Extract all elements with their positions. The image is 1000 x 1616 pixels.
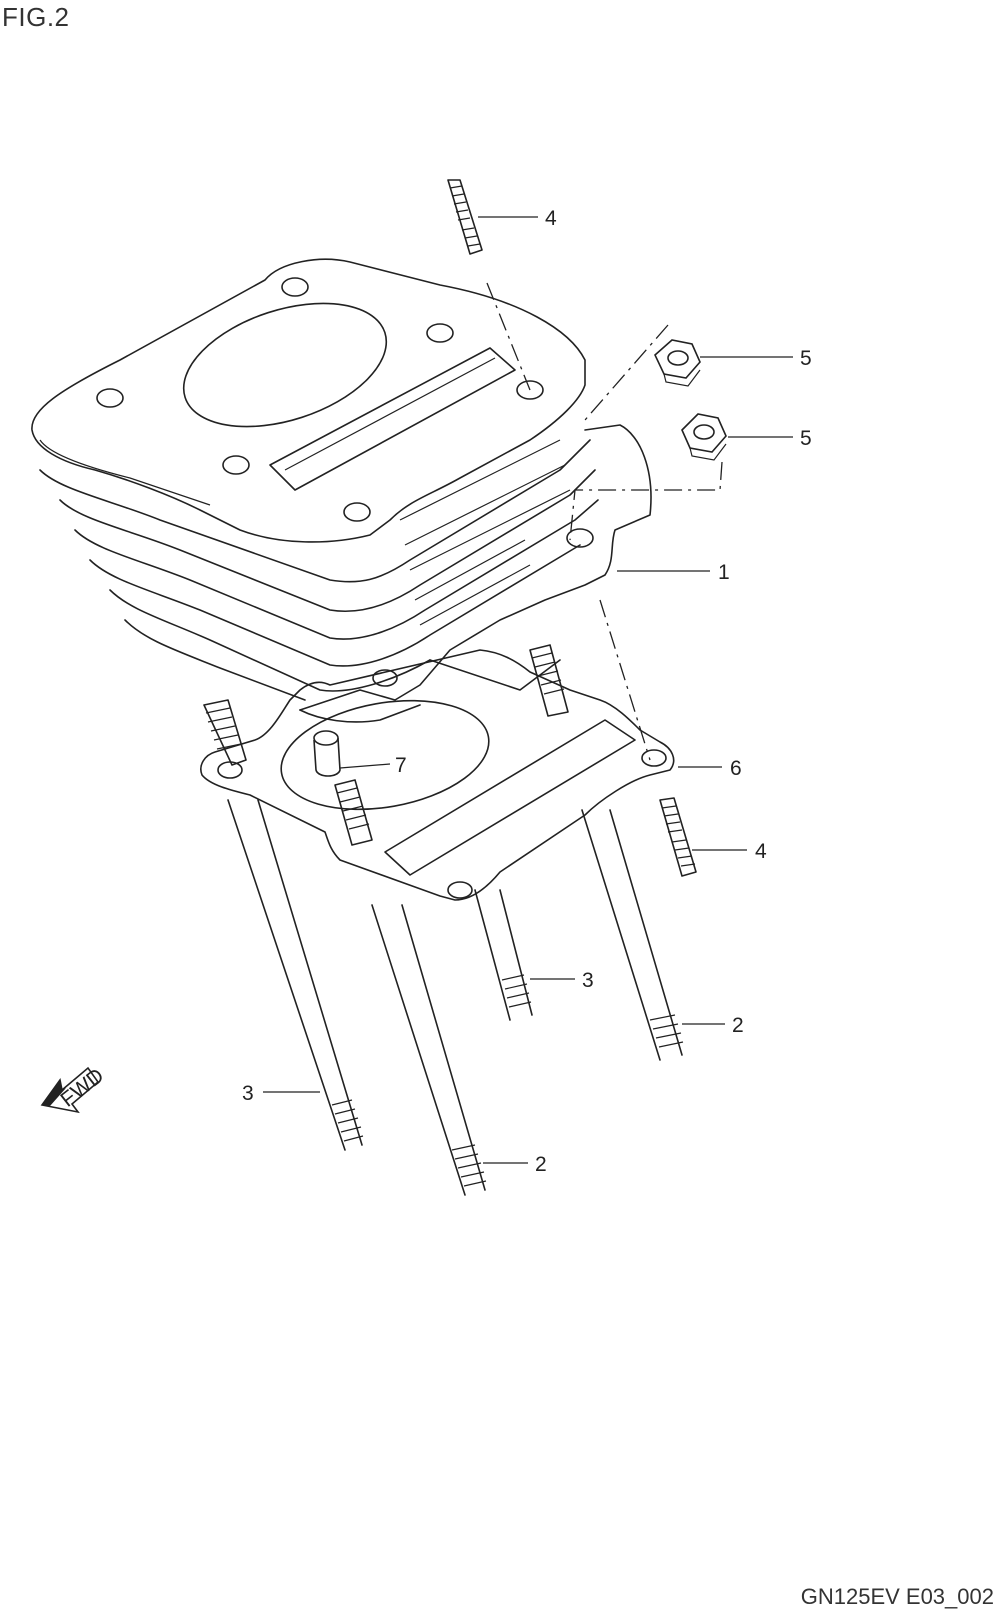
- callout-1: 1: [718, 561, 730, 584]
- callout-3-left: 3: [242, 1082, 254, 1105]
- assembly-line-nut-lower: [569, 461, 723, 541]
- long-stud-center[interactable]: [334, 779, 487, 1196]
- callout-5-upper: 5: [800, 347, 812, 370]
- assembly-line-boss: [599, 599, 651, 761]
- callout-4-upper: 4: [545, 207, 557, 230]
- cylinder-block[interactable]: [31, 258, 652, 723]
- callout-5-lower: 5: [800, 427, 812, 450]
- flange-nut-lower[interactable]: [681, 413, 727, 461]
- fwd-label: FWD: [56, 1064, 108, 1112]
- drawing-code: GN125EV E03_002: [800, 1584, 994, 1609]
- flange-nut-upper[interactable]: [654, 339, 701, 387]
- callout-2-right: 2: [732, 1014, 744, 1037]
- long-stud-right[interactable]: [581, 809, 684, 1061]
- callout-3-right: 3: [582, 969, 594, 992]
- forward-direction-arrow: FWD: [40, 1064, 108, 1114]
- figure-title: FIG.2: [2, 2, 70, 32]
- callout-2-center: 2: [535, 1153, 547, 1176]
- dowel-pin[interactable]: [313, 730, 341, 777]
- callout-4-lower: 4: [755, 840, 767, 863]
- assembly-line-nut-upper: [584, 324, 669, 421]
- callout-7: 7: [395, 754, 407, 777]
- short-stud-lower[interactable]: [659, 797, 697, 877]
- short-stud-upper[interactable]: [447, 179, 483, 255]
- callout-leaders: [263, 216, 793, 1164]
- callout-6: 6: [730, 757, 742, 780]
- assembly-line-stud: [486, 282, 531, 391]
- long-stud-rear[interactable]: [474, 644, 569, 1021]
- long-stud-left[interactable]: [203, 699, 364, 1151]
